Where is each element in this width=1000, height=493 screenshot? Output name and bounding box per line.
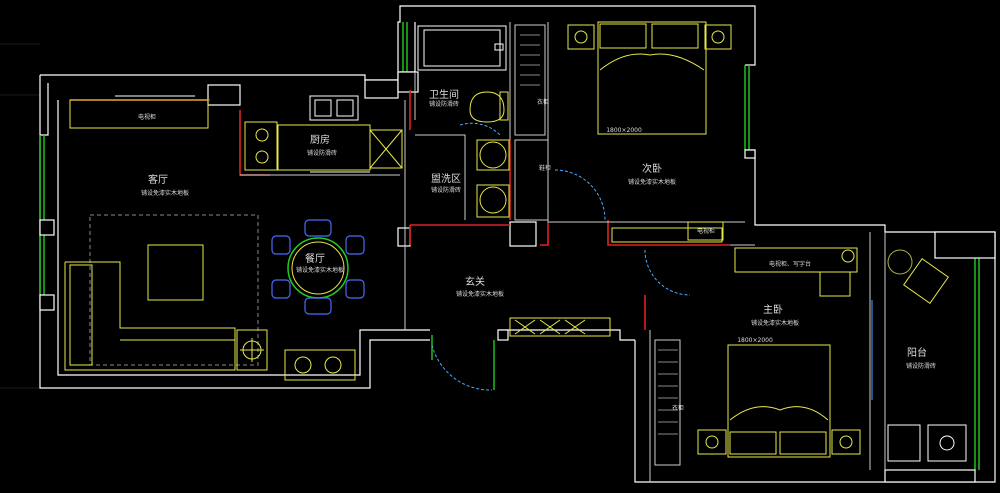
second-bedroom-bed — [567, 21, 732, 243]
second-bedroom-note: 铺设免漆实木地板 — [628, 178, 676, 186]
washroom-note: 铺设防滑砖 — [431, 186, 461, 194]
grid — [0, 43, 40, 389]
windows — [39, 22, 980, 470]
living-name: 客厅 — [148, 173, 168, 186]
entrance-name: 玄关 — [465, 275, 485, 288]
dining-name: 餐厅 — [305, 252, 325, 265]
new-walls — [70, 90, 730, 330]
shoe-cabinet-label: 鞋柜 — [539, 164, 551, 172]
master-bedroom-furniture — [697, 247, 861, 458]
kitchen-name: 厨房 — [310, 133, 330, 146]
door-swings — [431, 122, 691, 391]
bathroom-fittings — [417, 25, 510, 218]
hall-cabinet — [509, 317, 611, 337]
master-bedroom-name: 主卧 — [763, 303, 783, 316]
interior-walls — [240, 22, 886, 482]
dining-table — [271, 219, 365, 315]
second-bed-size: 1800×2000 — [606, 127, 642, 134]
wall-columns — [39, 71, 996, 483]
living-note: 铺设免漆实木地板 — [141, 189, 189, 197]
second-bedroom-name: 次卧 — [642, 162, 662, 175]
wardrobes — [514, 24, 681, 466]
master-desk-label: 电视柜、写字台 — [769, 260, 811, 268]
entrance-note: 铺设免漆实木地板 — [456, 290, 504, 298]
bathroom-note: 铺设防滑砖 — [429, 100, 459, 108]
room-labels: 客厅 铺设免漆实木地板 电视柜 厨房 铺设防滑砖 餐厅 铺设免漆实木地板 卫生间… — [138, 88, 936, 412]
balcony-note: 铺设防滑砖 — [906, 362, 936, 370]
second-tv-label: 电视柜 — [697, 227, 715, 235]
balcony-fittings — [871, 249, 967, 462]
washroom-name: 盥洗区 — [431, 173, 461, 185]
kitchen-fittings — [244, 95, 403, 173]
balcony-name: 阳台 — [907, 346, 927, 359]
master-bed-size: 1800×2000 — [737, 337, 773, 344]
dining-note: 铺设免漆实木地板 — [296, 266, 344, 274]
tv-wall-label: 电视柜 — [138, 113, 156, 121]
master-wardrobe-label: 衣柜 — [672, 404, 684, 412]
living-furniture — [64, 95, 356, 381]
bathroom-name: 卫生间 — [429, 88, 459, 101]
second-wardrobe-label: 衣柜 — [537, 98, 549, 106]
master-bedroom-note: 铺设免漆实木地板 — [751, 319, 799, 327]
kitchen-note: 铺设防滑砖 — [307, 149, 337, 157]
